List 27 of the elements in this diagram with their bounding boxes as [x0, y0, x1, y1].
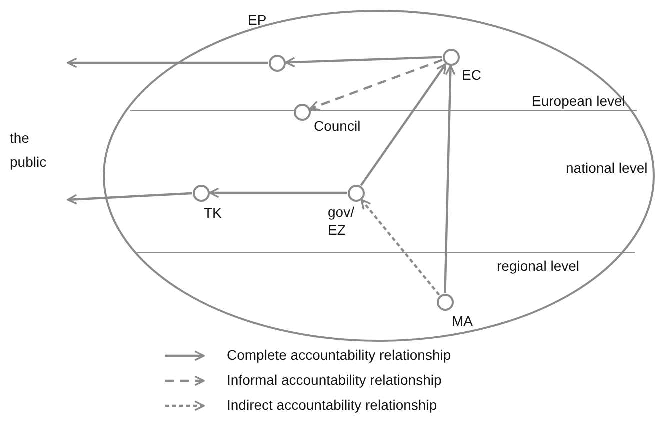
node-circle	[436, 294, 454, 310]
node-circle	[268, 54, 286, 72]
arrow	[360, 199, 440, 296]
node-circle	[294, 104, 310, 120]
arrow	[285, 56, 442, 68]
node-label: EP	[248, 11, 267, 29]
node-label: MA	[452, 312, 473, 330]
node-label: gov/ EZ	[328, 203, 356, 239]
level-label: regional level	[497, 257, 580, 275]
node-label: EC	[462, 66, 482, 84]
audience-label: the public	[10, 129, 48, 172]
arrow	[360, 64, 447, 186]
arrow	[209, 188, 347, 198]
node-label: TK	[204, 204, 222, 222]
node-circle	[348, 184, 364, 202]
arrow	[444, 65, 456, 294]
node-circle	[442, 48, 460, 66]
arrow	[67, 192, 192, 205]
node-label: Council	[314, 117, 361, 135]
node-circle	[192, 184, 210, 202]
legend-text: Indirect accountability relationship	[227, 396, 438, 414]
arrow	[310, 59, 443, 111]
level-label: European level	[532, 92, 626, 110]
legend-text: Informal accountability relationship	[227, 371, 442, 389]
level-label: national level	[566, 159, 648, 177]
arrow	[67, 58, 268, 68]
legend-text: Complete accountability relationship	[227, 346, 452, 364]
